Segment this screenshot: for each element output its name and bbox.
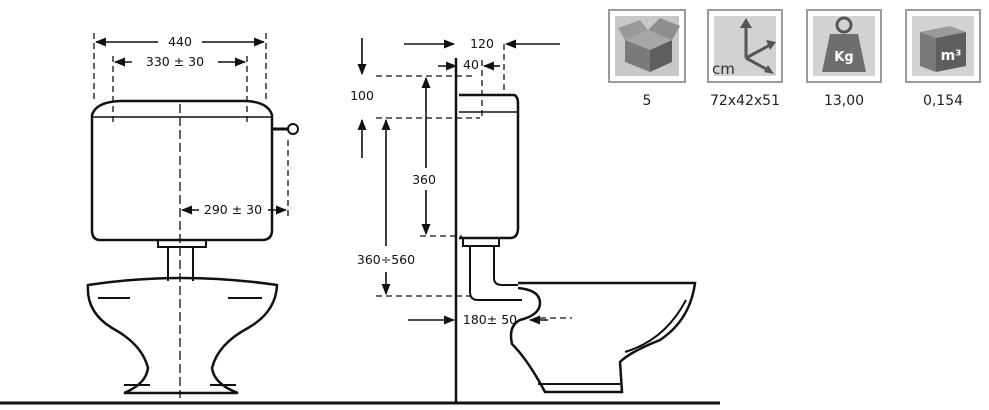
dim-tank-height-label: 360 xyxy=(412,172,436,187)
cistern-front xyxy=(90,99,274,242)
spec-weight-value: 13,00 xyxy=(824,93,864,109)
cistern-side xyxy=(459,93,520,240)
side-view xyxy=(376,44,697,402)
dim-fixing-label: 330 ± 30 xyxy=(146,54,204,69)
toilet-bowl-front xyxy=(86,276,279,395)
spec-dimensions: cm 72x42x51 xyxy=(707,9,783,109)
toilet-bowl-side xyxy=(509,281,697,394)
spec-volume: m³ 0,154 xyxy=(905,9,981,109)
spec-volume-value: 0,154 xyxy=(923,93,963,109)
spec-dimensions-value: 72x42x51 xyxy=(710,93,780,109)
front-view xyxy=(86,33,299,398)
spec-packages: 5 xyxy=(608,9,686,109)
weight-icon-text: Kg xyxy=(834,50,853,65)
flush-pipe xyxy=(157,239,207,248)
dim-offset-label: 40 xyxy=(463,57,479,72)
spec-weight: Kg 13,00 xyxy=(806,9,882,109)
flush-pipe-side xyxy=(469,246,522,301)
dim-tank-top-label: 100 xyxy=(350,88,374,103)
spec-packages-value: 5 xyxy=(643,93,652,109)
dimensions-icon-text: cm xyxy=(712,60,735,78)
dim-outlet-label: 180± 50 xyxy=(463,312,517,327)
dim-depth-label: 120 xyxy=(470,36,494,51)
dim-width-label: 440 xyxy=(168,34,192,49)
volume-icon-text: m³ xyxy=(941,48,962,64)
dim-lever-label: 290 ± 30 xyxy=(204,202,262,217)
dim-mount-height-label: 360÷560 xyxy=(357,252,415,267)
